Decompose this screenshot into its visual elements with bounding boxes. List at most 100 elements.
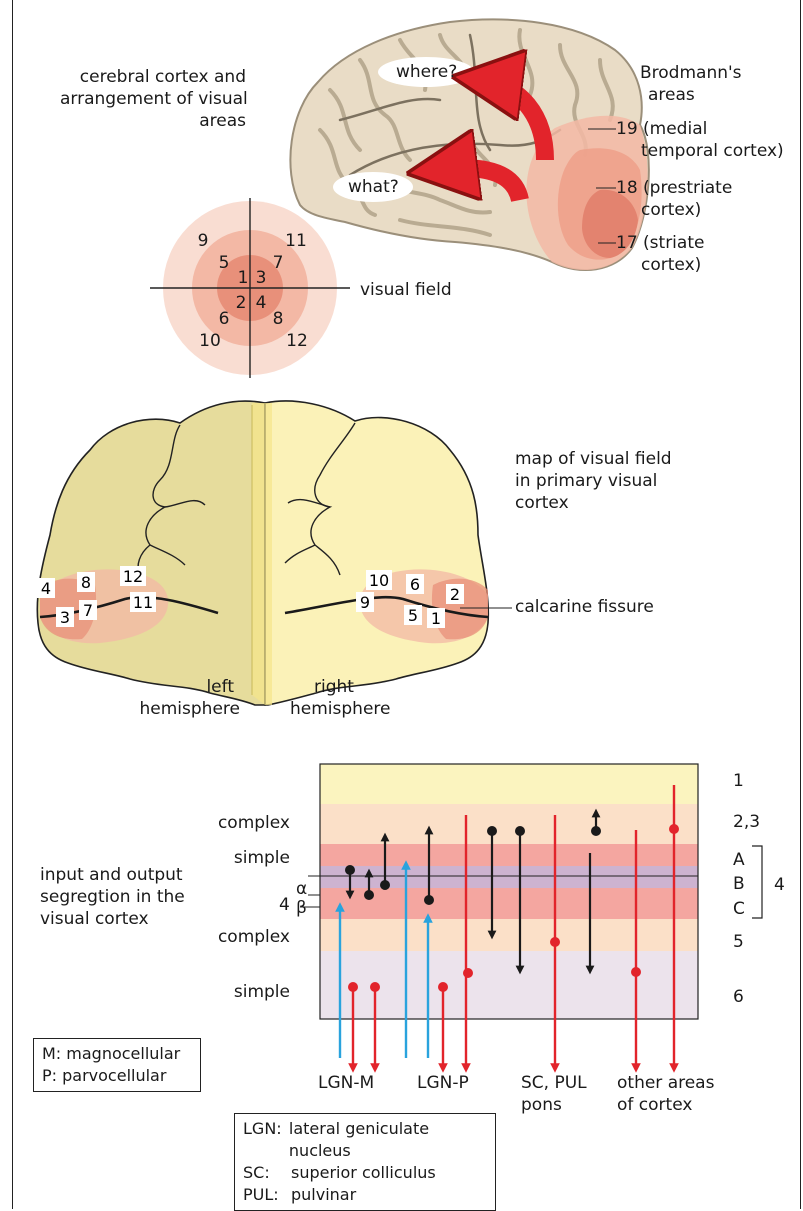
vf-num-5: 5: [219, 253, 230, 273]
vf-num-8: 8: [273, 309, 284, 329]
layer-4C-beta: [320, 899, 698, 919]
area19-label: 19 (medial temporal cortex): [616, 118, 784, 162]
other-areas-line: other areas: [617, 1073, 715, 1093]
brain-illustration: [289, 18, 650, 272]
legend-mp-line: M: magnocellular: [42, 1044, 181, 1063]
legend-abbr: PUL:: [243, 1185, 279, 1204]
legend-abbr-row: PUL: pulvinar: [243, 1184, 487, 1206]
vf-num-3: 3: [256, 268, 267, 288]
map-title: map of visual field in primary visual co…: [515, 448, 672, 514]
legend-abbr-text: pulvinar: [291, 1185, 357, 1204]
left-map-num: 3: [60, 608, 70, 627]
legend-abbr: SC:: [243, 1163, 270, 1182]
layer-label-6: 6: [733, 987, 744, 1007]
map-title-line: cortex: [515, 493, 569, 513]
right-map-num: 6: [410, 575, 420, 594]
left-map-num: 7: [83, 601, 93, 620]
layer-5: [320, 919, 698, 951]
right-hemisphere-label: right hemisphere: [290, 676, 390, 720]
what-bubble: [333, 172, 413, 202]
area18-line: cortex): [641, 200, 702, 220]
layer-label-1: 1: [733, 771, 744, 791]
area18-line: 18 (prestriate: [616, 178, 733, 198]
vf-num-10: 10: [199, 331, 221, 351]
layer-label-5: 5: [733, 932, 744, 952]
visual-field-diagram: 1 2 3 4 5 6 7 8 9 10 11 12: [150, 198, 350, 378]
layers-title: input and output segregtion in the visua…: [40, 864, 185, 930]
vf-num-12: 12: [286, 331, 308, 351]
area17-line: 17 (striate: [616, 233, 705, 253]
layer4-left-label: 4: [279, 895, 290, 915]
vf-num-1: 1: [238, 268, 249, 288]
vf-num-9: 9: [198, 231, 209, 251]
left-map-num: 8: [81, 573, 91, 592]
celltype-simple-upper: simple: [233, 848, 290, 868]
celltype-simple-lower: simple: [233, 982, 290, 1002]
right-label-line: hemisphere: [290, 699, 391, 719]
where-label: where?: [396, 62, 458, 82]
layer-1: [320, 764, 698, 804]
legend-abbr: LGN:: [243, 1119, 282, 1138]
legend-abbreviations: LGN: lateral geniculate nucleus SC: supe…: [234, 1113, 496, 1211]
left-label-line: left: [206, 677, 234, 697]
vf-num-7: 7: [273, 253, 284, 273]
brain-title-line: cerebral cortex and: [79, 67, 246, 87]
right-map-num: 2: [450, 585, 460, 604]
layers-title-line: segregtion in the: [40, 887, 185, 907]
layer-4B: [320, 866, 698, 888]
beta-label: β: [296, 898, 307, 918]
left-map-num: 4: [41, 579, 51, 598]
sc-pul-line: pons: [521, 1095, 562, 1115]
vf-num-2: 2: [236, 293, 247, 313]
vf-num-11: 11: [285, 231, 307, 251]
layer-4C-alpha: [320, 888, 698, 899]
figure-frame: [12, 0, 801, 1209]
brain-title-line: areas: [199, 111, 246, 131]
lgn-m-label: LGN-M: [318, 1073, 375, 1093]
alpha-label: α: [296, 879, 308, 899]
right-map-num: 10: [369, 571, 389, 590]
area17-line: cortex): [641, 255, 702, 275]
area19-line: temporal cortex): [641, 141, 784, 161]
hemispheres-diagram: 4 8 12 3 7 11 10 6 2 9 5 1: [36, 400, 512, 706]
left-hemisphere: [36, 400, 266, 706]
legend-abbr-text: lateral geniculate nucleus: [288, 1119, 430, 1160]
layer-label-4: 4: [774, 875, 785, 895]
sc-pul-line: SC, PUL: [521, 1073, 587, 1093]
lgn-p-label: LGN-P: [417, 1073, 469, 1093]
what-label: what?: [348, 177, 399, 197]
calcarine-label: calcarine fissure: [515, 597, 654, 617]
brodmann-title-line: Brodmann's: [640, 63, 742, 83]
legend-abbr-text: superior colliculus: [291, 1163, 436, 1182]
right-map-num: 5: [408, 606, 418, 625]
layer-label-A: A: [733, 850, 745, 870]
map-title-line: in primary visual: [515, 471, 658, 491]
visual-field-label: visual field: [360, 280, 452, 300]
area19-line: 19 (medial: [616, 119, 708, 139]
sc-pul-label: SC, PUL pons: [521, 1072, 587, 1116]
brodmann-title-line: areas: [648, 85, 695, 105]
vf-num-6: 6: [219, 309, 230, 329]
layer-label-B: B: [733, 874, 745, 894]
area17-label: 17 (striate cortex): [616, 232, 704, 276]
what-arrow: [435, 168, 529, 200]
layer-4A: [320, 844, 698, 866]
layers-title-line: input and output: [40, 865, 183, 885]
layer-label-2-3: 2,3: [733, 812, 761, 832]
brain-title: cerebral cortex and arrangement of visua…: [60, 66, 248, 132]
left-map-num: 11: [133, 593, 153, 612]
where-arrow: [480, 80, 554, 161]
left-label-line: hemisphere: [139, 699, 240, 719]
brain-title-line: arrangement of visual: [60, 89, 248, 109]
other-areas-line: of cortex: [617, 1095, 693, 1115]
area18-label: 18 (prestriate cortex): [616, 177, 732, 221]
legend-abbr-row: SC: superior colliculus: [243, 1162, 487, 1184]
vf-num-4: 4: [256, 293, 267, 313]
right-map-num: 9: [360, 593, 370, 612]
left-hemisphere-label: left hemisphere: [100, 676, 240, 720]
celltype-complex-upper: complex: [217, 813, 290, 833]
other-areas-label: other areas of cortex: [617, 1072, 714, 1116]
right-map-num: 1: [431, 609, 441, 628]
legend-mp: M: magnocellular P: parvocellular: [33, 1038, 201, 1092]
celltype-complex-lower: complex: [217, 927, 290, 947]
